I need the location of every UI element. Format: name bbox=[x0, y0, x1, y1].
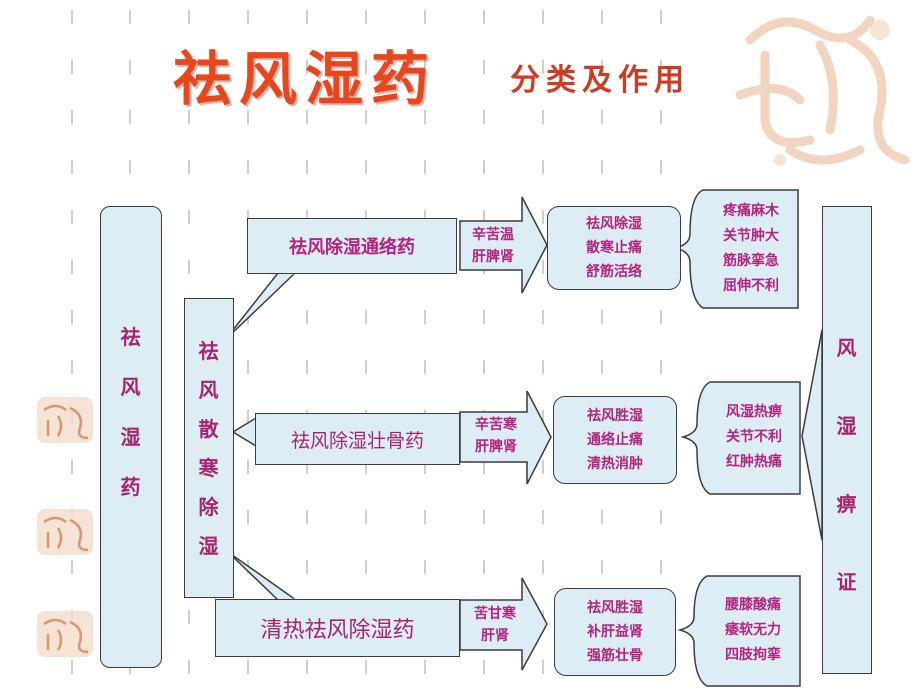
left-category-char: 祛 bbox=[120, 325, 141, 349]
row-2-indication: 红肿热痛 bbox=[726, 454, 782, 470]
center-node-char: 祛 bbox=[198, 339, 219, 363]
left-category-char: 湿 bbox=[120, 425, 141, 449]
left-category-char: 药 bbox=[120, 475, 141, 499]
center-node-char: 风 bbox=[198, 378, 219, 402]
decorative-seal-small-3 bbox=[37, 611, 93, 657]
row-3-indication: 四肢拘挛 bbox=[725, 647, 781, 663]
center-node-char: 除 bbox=[198, 495, 219, 519]
row-3-nature-line: 肝肾 bbox=[481, 628, 509, 644]
center-node-box: 祛 风 散 寒 除 湿 bbox=[184, 298, 234, 598]
right-category-char: 痹 bbox=[836, 492, 857, 516]
row-3-indication: 痿软无力 bbox=[725, 622, 781, 638]
row-1-indications: 疼痛麻木 关节肿大 筋脉挛急 屈伸不利 bbox=[704, 199, 798, 299]
row-2-nature: 辛苦寒 肝脾肾 bbox=[462, 414, 530, 458]
row-1-category-label: 祛风除湿通络药 bbox=[289, 237, 415, 258]
right-category-char: 风 bbox=[836, 336, 857, 360]
row-1-nature-line: 肝脾肾 bbox=[472, 249, 514, 265]
row-2-indication: 风湿热痹 bbox=[726, 404, 782, 420]
row-1-indication: 疼痛麻木 bbox=[723, 203, 779, 219]
row-3-effect: 祛风胜湿 bbox=[587, 600, 643, 616]
right-category-char: 证 bbox=[836, 570, 857, 594]
row-1-category-box: 祛风除湿通络药 bbox=[247, 218, 457, 274]
row-3-nature: 苦甘寒 肝肾 bbox=[462, 603, 528, 647]
row-1-indication: 筋脉挛急 bbox=[723, 253, 779, 269]
center-node-char: 湿 bbox=[198, 534, 219, 558]
decorative-seal-small-1 bbox=[37, 397, 93, 443]
left-category-char: 风 bbox=[120, 375, 141, 399]
row-1-nature-line: 辛苦温 bbox=[472, 227, 514, 243]
row-3-nature-line: 苦甘寒 bbox=[474, 606, 516, 622]
row-3-effects-box: 祛风胜湿 补肝益肾 强筋壮骨 bbox=[554, 588, 676, 676]
row-2-effect: 通络止痛 bbox=[587, 432, 643, 448]
bracket-shape-row-3 bbox=[677, 575, 801, 687]
row-3-effect: 补肝益肾 bbox=[587, 624, 643, 640]
row-1-nature: 辛苦温 肝脾肾 bbox=[460, 224, 526, 268]
center-node-char: 散 bbox=[198, 417, 219, 441]
row-2-category-box: 祛风除湿壮骨药 bbox=[255, 413, 460, 465]
row-2-effect: 祛风胜湿 bbox=[587, 408, 643, 424]
row-3-effect: 强筋壮骨 bbox=[587, 648, 643, 664]
row-2-effect: 清热消肿 bbox=[587, 456, 643, 472]
right-category-char: 湿 bbox=[836, 414, 857, 438]
row-3-indications: 腰膝酸痛 痿软无力 四肢拘挛 bbox=[706, 593, 800, 668]
row-2-category-label: 祛风除湿壮骨药 bbox=[290, 429, 424, 452]
center-node-char: 寒 bbox=[198, 456, 219, 480]
right-category-box: 风 湿 痹 证 bbox=[822, 206, 872, 674]
row-1-effect: 祛风除湿 bbox=[586, 216, 642, 232]
row-3-indication: 腰膝酸痛 bbox=[725, 597, 781, 613]
row-1-indication: 屈伸不利 bbox=[723, 278, 779, 294]
row-2-nature-line: 肝脾肾 bbox=[475, 439, 517, 455]
title-main: 祛风湿药 bbox=[173, 45, 438, 113]
row-1-effects-box: 祛风除湿 散寒止痛 舒筋活络 bbox=[547, 206, 681, 290]
row-2-nature-line: 辛苦寒 bbox=[475, 417, 517, 433]
row-1-indication: 关节肿大 bbox=[723, 228, 779, 244]
row-3-category-label: 清热祛风除湿药 bbox=[260, 618, 415, 643]
decorative-seal-large bbox=[735, 15, 910, 166]
row-2-indications: 风湿热痹 关节不利 红肿热痛 bbox=[708, 400, 800, 475]
left-category-box: 祛 风 湿 药 bbox=[100, 206, 162, 668]
row-2-indication: 关节不利 bbox=[726, 429, 782, 445]
arrow-shape-row-2 bbox=[459, 390, 552, 485]
title-subtitle: 分类及作用 bbox=[510, 63, 690, 98]
arrow-shape-row-3 bbox=[459, 577, 548, 671]
bracket-shape-row-2 bbox=[680, 381, 801, 495]
decorative-seal-small-2 bbox=[37, 509, 93, 555]
row-2-effects-box: 祛风胜湿 通络止痛 清热消肿 bbox=[553, 396, 677, 484]
arrow-shape-row-1 bbox=[459, 196, 548, 294]
row-1-effect: 散寒止痛 bbox=[586, 240, 642, 256]
slide-title: 祛风湿药 分类及作用 bbox=[173, 44, 793, 114]
callout-tail-bottom bbox=[227, 551, 299, 601]
row-1-effect: 舒筋活络 bbox=[586, 264, 642, 280]
row-3-category-box: 清热祛风除湿药 bbox=[215, 599, 460, 657]
callout-tail-top bbox=[224, 272, 297, 341]
